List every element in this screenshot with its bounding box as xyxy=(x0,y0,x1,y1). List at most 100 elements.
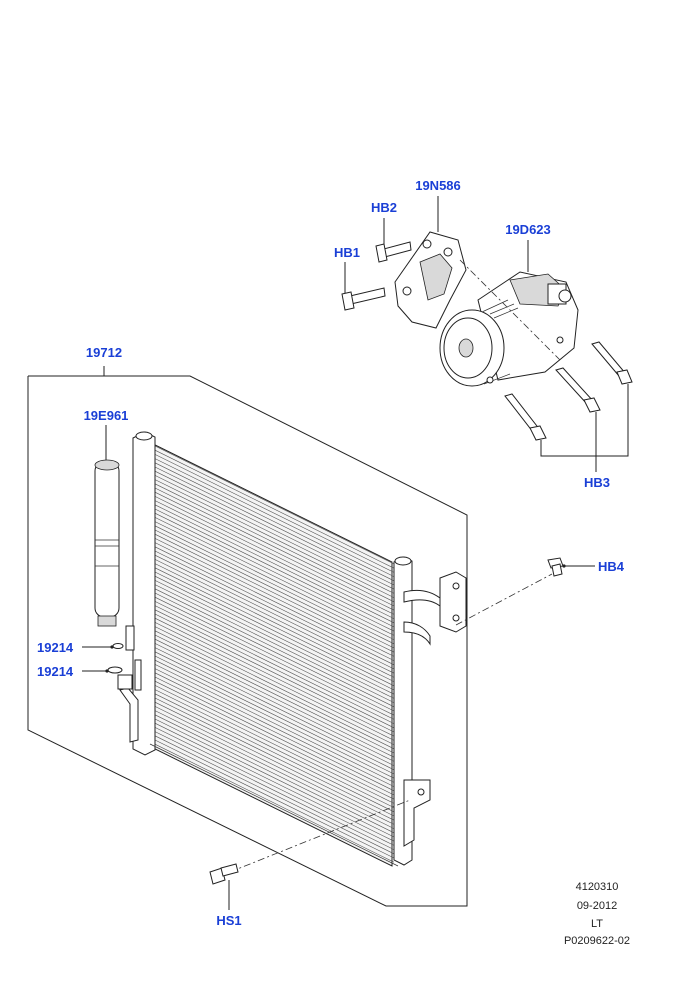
condenser-fin-line xyxy=(154,609,395,729)
condenser-fin-line xyxy=(154,466,395,586)
condenser-fin-line xyxy=(154,479,395,598)
illustration-number: 4120310 xyxy=(576,881,619,893)
condenser-fin-line xyxy=(154,727,395,846)
callout-HB2[interactable]: HB2 xyxy=(371,200,397,215)
condenser-fin-line xyxy=(154,458,395,577)
condenser-fin-line xyxy=(154,659,395,779)
condenser-fin-line xyxy=(154,722,395,842)
condenser-fin-line xyxy=(154,588,395,708)
condenser-fin-line xyxy=(154,554,395,674)
condenser-fin-line xyxy=(154,550,395,670)
condenser-fin-line xyxy=(154,664,395,783)
condenser-fin-line xyxy=(154,596,395,716)
condenser-fin-line xyxy=(154,706,395,825)
callout-HB4[interactable]: HB4 xyxy=(598,559,625,574)
bolts-hb3[interactable] xyxy=(504,341,633,472)
condenser-fin-line xyxy=(154,508,395,628)
condenser-fin-line xyxy=(154,668,395,787)
callout-HB1[interactable]: HB1 xyxy=(334,245,360,260)
condenser-fin-line xyxy=(154,718,395,838)
condenser-fin-line xyxy=(154,525,395,645)
callout-19214-upper[interactable]: 19214 xyxy=(37,640,74,655)
condenser-fin-line xyxy=(154,487,395,607)
condenser-fin-line xyxy=(154,685,395,804)
condenser[interactable] xyxy=(117,431,467,867)
condenser-fin-line xyxy=(154,630,395,750)
condenser-fin-line xyxy=(154,445,395,565)
condenser-fin-line xyxy=(154,512,395,632)
condenser-assembly-bracket xyxy=(27,366,468,907)
condenser-fin-line xyxy=(154,617,395,737)
condenser-fin-line xyxy=(154,500,395,619)
condenser-fin-line xyxy=(154,735,395,855)
condenser-fin-line xyxy=(154,580,395,699)
condenser-fin-line xyxy=(154,743,395,863)
condenser-fin-line xyxy=(154,626,395,745)
condenser-fin-line xyxy=(154,651,395,771)
condenser-fin-line xyxy=(154,521,395,640)
bolt-hb2[interactable] xyxy=(375,218,412,263)
bolt-hb1[interactable] xyxy=(341,262,386,311)
condenser-fin-line xyxy=(154,634,395,754)
compressor-mounting-bracket[interactable] xyxy=(394,196,467,329)
callout-HS1[interactable]: HS1 xyxy=(216,913,241,928)
condenser-fin-line xyxy=(154,575,395,695)
condenser-fin-line xyxy=(154,693,395,813)
condenser-fin-line xyxy=(154,571,395,691)
condenser-fin-line xyxy=(154,504,395,624)
condenser-fin-line xyxy=(154,529,395,649)
condenser-fin-line xyxy=(154,714,395,834)
callout-19214-lower[interactable]: 19214 xyxy=(37,664,74,679)
condenser-fin-line xyxy=(154,647,395,766)
condenser-fin-line xyxy=(154,533,395,653)
condenser-fin-line xyxy=(154,672,395,792)
condenser-fin-line xyxy=(154,538,395,657)
callout-19712[interactable]: 19712 xyxy=(86,345,122,360)
condenser-fin-line xyxy=(154,731,395,850)
callout-19D623[interactable]: 19D623 xyxy=(505,222,551,237)
condenser-fin-line xyxy=(154,563,395,682)
condenser-fin-line xyxy=(154,517,395,636)
condenser-fin-line xyxy=(154,676,395,796)
condenser-fin-line xyxy=(154,546,395,666)
condenser-fin-line xyxy=(154,638,395,758)
condenser-fin-line xyxy=(154,605,395,724)
condenser-fin-line xyxy=(154,739,395,859)
condenser-fin-line xyxy=(154,655,395,775)
condenser-fin-line xyxy=(154,559,395,678)
condenser-fin-line xyxy=(154,496,395,615)
condenser-fin-line xyxy=(154,710,395,829)
o-rings[interactable] xyxy=(82,643,124,674)
condenser-fin-line xyxy=(154,483,395,603)
condenser-fin-line xyxy=(154,567,395,687)
callout-19E961[interactable]: 19E961 xyxy=(84,408,129,423)
condenser-fin-line xyxy=(154,584,395,703)
condenser-fin-line xyxy=(154,462,395,582)
bolt-hs1[interactable] xyxy=(209,799,411,910)
condenser-fins xyxy=(154,445,395,863)
ac-compressor[interactable] xyxy=(439,240,579,387)
condenser-fin-line xyxy=(154,542,395,661)
condenser-fin-line xyxy=(154,701,395,821)
condenser-fin-line xyxy=(154,475,395,594)
illustration-market-code: LT xyxy=(591,918,603,930)
condenser-fin-line xyxy=(154,470,395,590)
condenser-fin-line xyxy=(154,689,395,808)
condenser-fin-line xyxy=(154,613,395,733)
condenser-fin-line xyxy=(154,601,395,720)
condenser-fin-line xyxy=(154,449,395,569)
illustration-date: 09-2012 xyxy=(577,900,617,912)
condenser-fin-line xyxy=(154,454,395,573)
condenser-fin-line xyxy=(154,592,395,712)
receiver-drier[interactable] xyxy=(94,425,120,627)
condenser-fin-line xyxy=(154,491,395,611)
condenser-fin-line xyxy=(154,680,395,800)
bolt-hb4[interactable] xyxy=(455,557,595,626)
callout-HB3[interactable]: HB3 xyxy=(584,475,610,490)
condenser-fin-line xyxy=(154,697,395,817)
condenser-fin-line xyxy=(154,622,395,741)
callout-19N586[interactable]: 19N586 xyxy=(415,178,461,193)
illustration-reference: P0209622-02 xyxy=(564,935,630,947)
condenser-fin-line xyxy=(154,643,395,762)
